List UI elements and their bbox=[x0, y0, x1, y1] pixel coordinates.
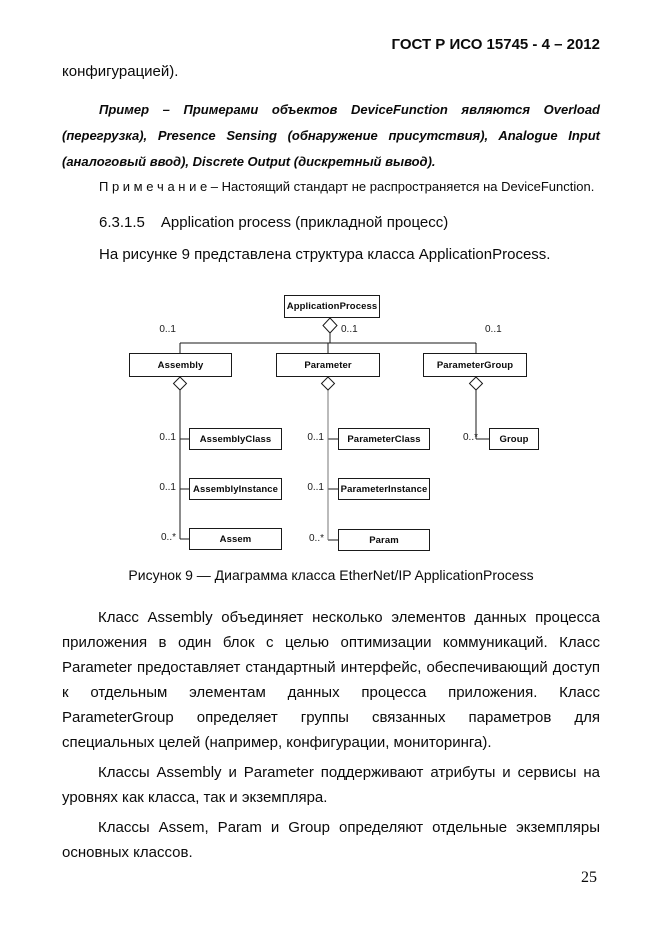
multiplicity-label: 0..1 bbox=[159, 482, 176, 493]
example-paragraph: Пример – Примерами объектов DeviceFuncti… bbox=[62, 102, 600, 169]
multiplicity-label: 0..1 bbox=[341, 324, 358, 335]
multiplicity-label: 0..1 bbox=[307, 482, 324, 493]
multiplicity-label: 0..1 bbox=[159, 432, 176, 443]
uml-class-diagram: ApplicationProcess Assembly Parameter Pa… bbox=[0, 293, 661, 555]
note-paragraph: П р и м е ч а н и е – Настоящий стандарт… bbox=[99, 179, 595, 194]
multiplicity-label: 0..* bbox=[462, 432, 478, 443]
class-box-parametergroup: ParameterGroup bbox=[423, 353, 527, 377]
body-paragraph: Классы Assembly и Parameter поддерживают… bbox=[62, 764, 600, 806]
class-box-assembly: Assembly bbox=[129, 353, 232, 377]
class-box-parameter: Parameter bbox=[276, 353, 380, 377]
paragraph-intro: конфигурацией). bbox=[62, 63, 179, 80]
body-paragraph: Класс Assembly объединяет несколько элем… bbox=[62, 609, 600, 751]
class-box-assem: Assem bbox=[189, 528, 282, 550]
body-paragraph: Классы Assem, Param и Group определяют о… bbox=[62, 819, 600, 861]
section-heading: 6.3.1.5 Application process (прикладной п… bbox=[62, 210, 600, 235]
class-box-assemblyinstance: AssemblyInstance bbox=[189, 478, 282, 500]
figure-caption: Рисунок 9 — Диаграмма класса EtherNet/IP… bbox=[128, 567, 534, 583]
class-box-param: Param bbox=[338, 529, 430, 551]
class-box-group: Group bbox=[489, 428, 539, 450]
multiplicity-label: 0..* bbox=[160, 532, 176, 543]
figure-intro: На рисунке 9 представлена структура клас… bbox=[99, 246, 551, 263]
class-box-applicationprocess: ApplicationProcess bbox=[284, 295, 380, 318]
multiplicity-label: 0..* bbox=[308, 533, 324, 544]
page-number: 25 bbox=[581, 869, 597, 886]
multiplicity-label: 0..1 bbox=[485, 324, 502, 335]
class-box-parameterinstance: ParameterInstance bbox=[338, 478, 430, 500]
class-box-assemblyclass: AssemblyClass bbox=[189, 428, 282, 450]
multiplicity-label: 0..1 bbox=[159, 324, 176, 335]
diagram-connectors bbox=[172, 317, 489, 541]
section-title: Application process (прикладной процесс) bbox=[160, 214, 449, 231]
section-number: 6.3.1.5 bbox=[99, 214, 145, 231]
multiplicity-label: 0..1 bbox=[307, 432, 324, 443]
class-box-parameterclass: ParameterClass bbox=[338, 428, 430, 450]
document-header: ГОСТ Р ИСО 15745 - 4 – 2012 bbox=[391, 36, 600, 53]
